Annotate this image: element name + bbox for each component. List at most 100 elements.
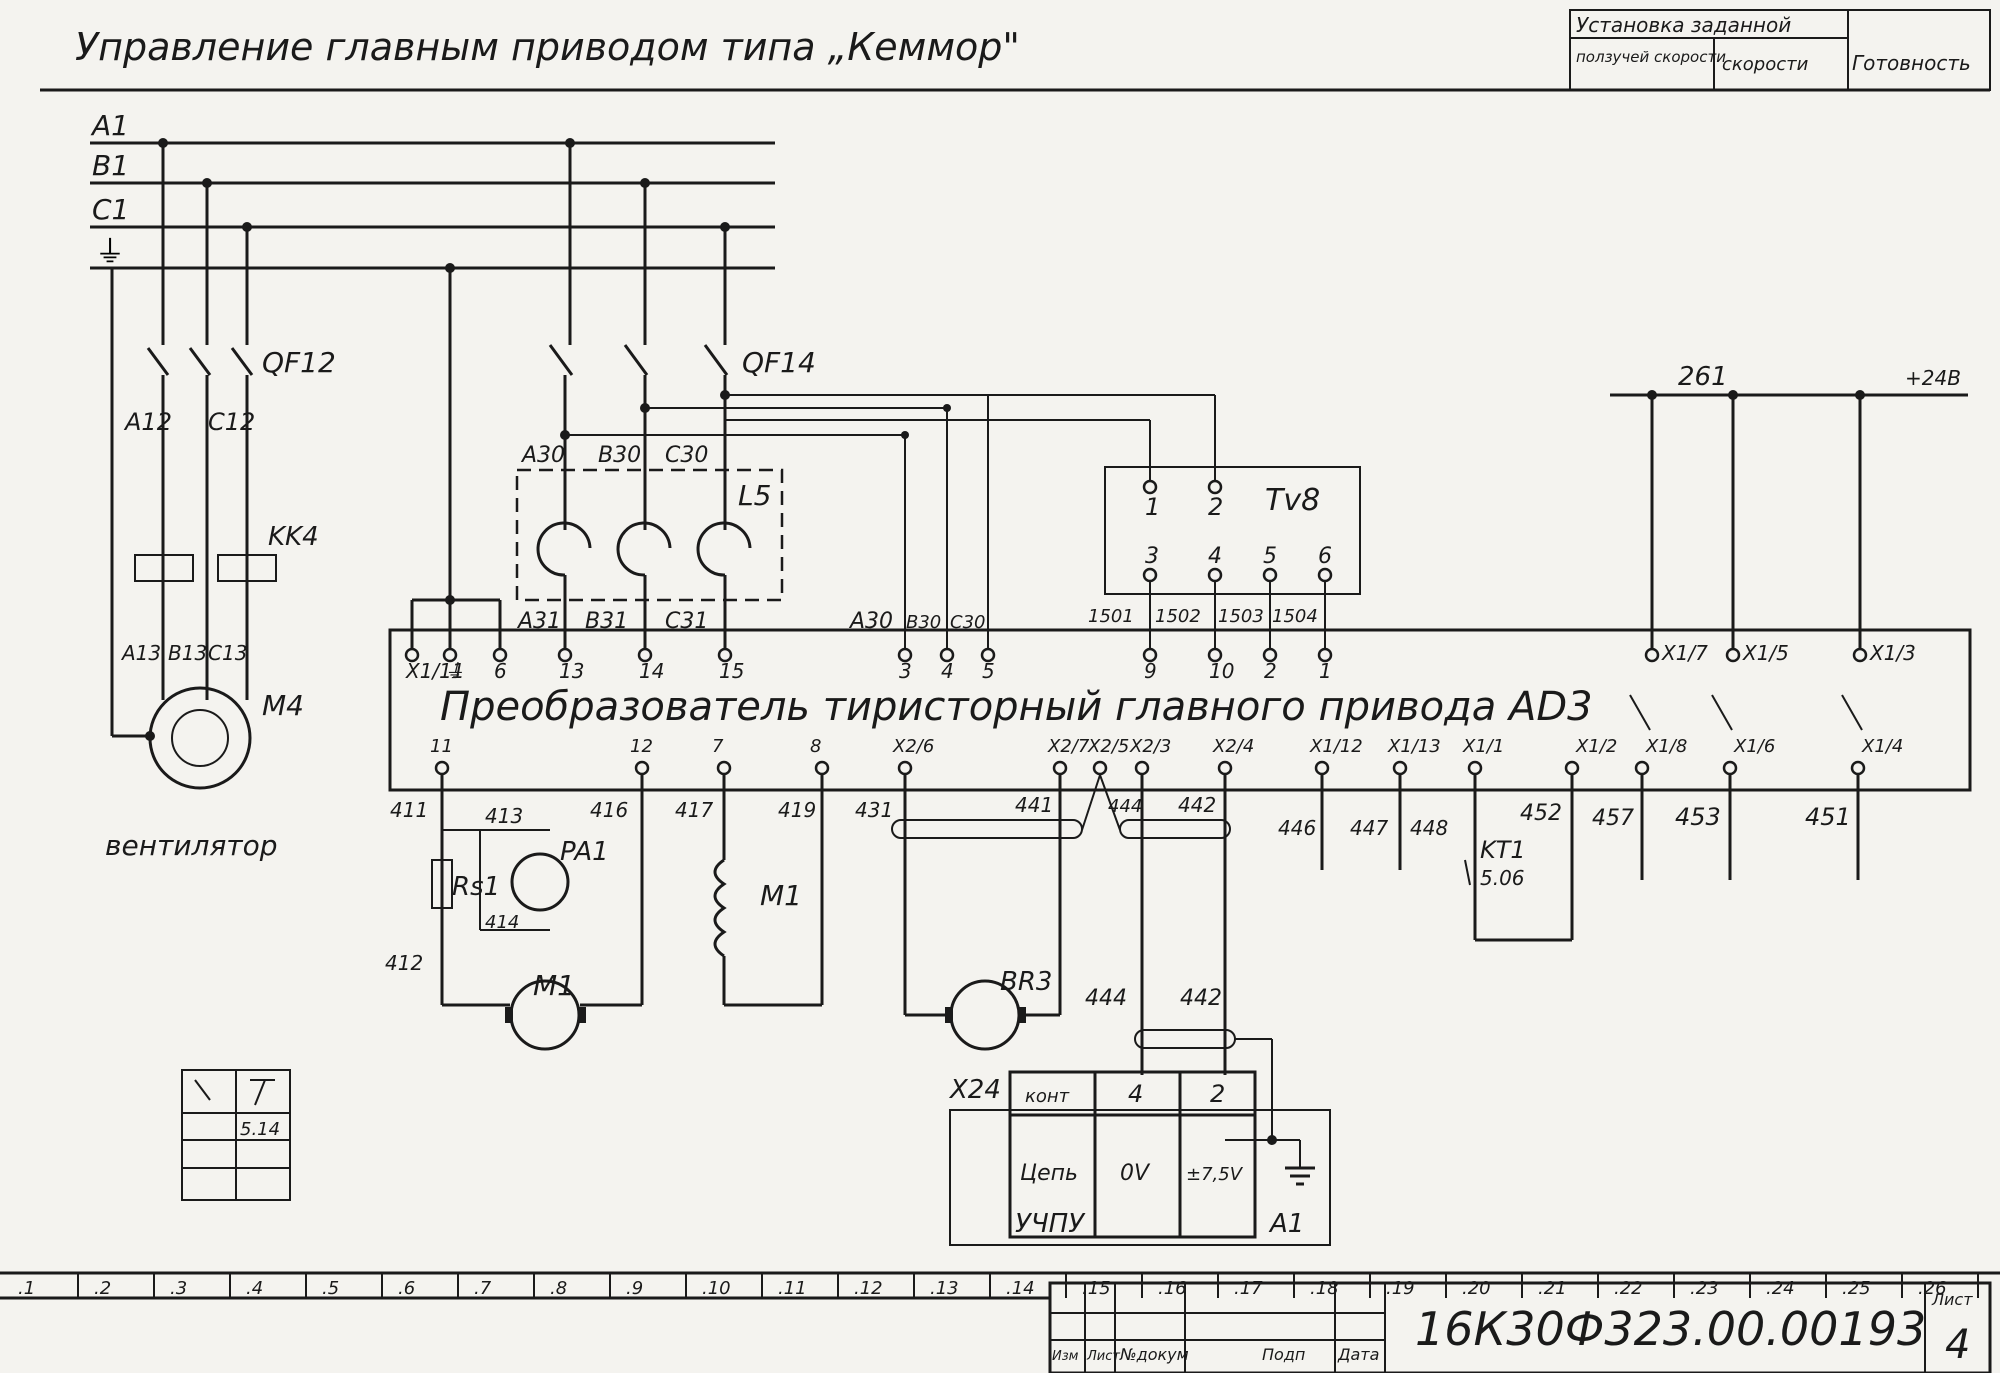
converter-top-terminal-label: 6 xyxy=(494,659,507,683)
bus-label-a1: A1 xyxy=(90,109,129,142)
converter-top-terminal-label: X1/7 xyxy=(1661,641,1708,665)
converter-bottom-terminal-label: X1/1 xyxy=(1462,736,1504,757)
converter-bottom-terminal xyxy=(634,760,650,776)
converter-top-terminal-label: 2 xyxy=(1264,659,1277,683)
header-box-speed: скорости xyxy=(1722,54,1809,75)
contact-legend: 5.14 xyxy=(181,1069,291,1201)
converter-top-terminal xyxy=(717,647,733,663)
wire-b13-label: B13 xyxy=(168,641,207,665)
wire-1502-label: 1502 xyxy=(1155,606,1201,627)
wire-a12-label: A12 xyxy=(123,408,172,436)
wire-416-label: 416 xyxy=(590,798,628,822)
converter-bottom-terminal-label: X2/5 xyxy=(1087,736,1129,757)
ruler-zone-label: .2 xyxy=(94,1278,111,1299)
ammeter-pa1-label: PA1 xyxy=(560,837,609,867)
shunt-rs1-label: Rs1 xyxy=(452,872,500,902)
converter-top-terminal-label: 15 xyxy=(719,659,744,683)
converter-top-terminal-label: 4 xyxy=(941,659,954,683)
pin-2-label: 2 xyxy=(1210,1080,1225,1108)
connector-x24 xyxy=(1008,1070,1257,1239)
converter-top-terminal xyxy=(1725,647,1741,663)
converter-bottom-terminal xyxy=(1217,760,1233,776)
converter-top-terminal xyxy=(897,647,913,663)
wire-c13-label: C13 xyxy=(208,641,247,665)
ruler-zone-label: .21 xyxy=(1538,1278,1567,1299)
ruler-zone-label: .3 xyxy=(170,1278,187,1299)
converter-top-terminal xyxy=(557,647,573,663)
converter-top-terminal-label: ⏚ xyxy=(444,659,464,683)
converter-top-terminal-label: X1/3 xyxy=(1869,641,1916,665)
stamp-col-izm: Изм xyxy=(1052,1349,1079,1364)
converter-top-terminal xyxy=(980,647,996,663)
tv8-pin-5: 5 xyxy=(1263,544,1277,569)
header-box-creep: ползучей скорости xyxy=(1576,48,1726,66)
ruler-zone-label: .7 xyxy=(474,1278,492,1299)
fan-motor-m4 xyxy=(148,686,252,790)
converter-top-terminal xyxy=(1852,647,1868,663)
converter-bottom-terminal-label: 8 xyxy=(810,736,821,757)
converter-top-terminal xyxy=(1262,647,1278,663)
wire-1503-label: 1503 xyxy=(1218,606,1264,627)
cnc-ref-label: A1 xyxy=(1268,1209,1304,1239)
header-box-ready: Готовность xyxy=(1852,51,1971,75)
ruler-zone-label: .20 xyxy=(1462,1278,1491,1299)
wire-1504-label: 1504 xyxy=(1272,606,1318,627)
wire-442b-label: 442 xyxy=(1180,986,1222,1011)
wire-a13-label: A13 xyxy=(120,641,161,665)
converter-bottom-terminal xyxy=(1314,760,1330,776)
net-261-label: 261 xyxy=(1678,362,1728,392)
fan-circuit: QF12 A12 C12 KK4 A13 B13 C13 M4 вентилят… xyxy=(105,138,336,862)
wire-b30-label: B30 xyxy=(598,443,641,468)
field-circuit: M1 417 419 xyxy=(675,775,824,1007)
converter-top-terminal-label: 14 xyxy=(639,659,664,683)
ruler-zone-label: .25 xyxy=(1842,1278,1871,1299)
wire-457-label: 457 xyxy=(1592,806,1634,831)
converter-bottom-terminal xyxy=(1564,760,1580,776)
converter-bottom-terminal xyxy=(1850,760,1866,776)
tv8-pin-3: 3 xyxy=(1145,544,1159,569)
supply-voltage-label: +24В xyxy=(1905,366,1961,390)
stamp-col-data: Дата xyxy=(1337,1345,1379,1364)
converter-bottom-terminal-label: X2/7 xyxy=(1047,736,1090,757)
armature-circuit: M1 Rs1 PA1 411 413 416 414 412 xyxy=(385,775,644,1051)
bus-ground-icon: ⏚ xyxy=(95,235,125,270)
signal-0v-label: 0V xyxy=(1120,1161,1151,1186)
sheet-title: Управление главным приводом типа „Кеммор… xyxy=(75,25,1020,69)
tv8-pin-6: 6 xyxy=(1318,544,1332,569)
ruler-zone-label: .11 xyxy=(778,1278,807,1299)
wire-444-label: 444 xyxy=(1108,796,1142,817)
armature-m1-label: M1 xyxy=(533,969,575,1002)
converter-top-terminal-label: 5 xyxy=(982,659,995,683)
converter-top-terminal xyxy=(1207,647,1223,663)
converter-bottom-terminal xyxy=(814,760,830,776)
breaker-qf12-label: QF12 xyxy=(262,346,336,379)
wire-419-label: 419 xyxy=(778,798,816,822)
ruler-zone-label: .23 xyxy=(1690,1278,1719,1299)
tv8-pin-4: 4 xyxy=(1208,544,1222,569)
cnc-ucpu xyxy=(949,1109,1331,1246)
converter-bottom-terminal-label: 11 xyxy=(430,736,453,757)
ruler-zone-label: .15 xyxy=(1082,1278,1111,1299)
converter-bottom-terminal-label: X2/3 xyxy=(1129,736,1171,757)
wire-a30-label: A30 xyxy=(520,443,565,468)
converter-top-terminal-label: X1/5 xyxy=(1742,641,1789,665)
wire-447-label: 447 xyxy=(1350,816,1388,840)
ruler-zone-label: .22 xyxy=(1614,1278,1643,1299)
wire-1501-label: 1501 xyxy=(1088,606,1134,627)
wire-sense-c30: C30 xyxy=(950,612,985,633)
ruler-zone-label: .8 xyxy=(550,1278,567,1299)
wire-414-label: 414 xyxy=(485,912,519,933)
converter-top-terminal-label: 13 xyxy=(559,659,584,683)
stamp-col-list: Лист xyxy=(1086,1349,1120,1364)
converter-top-terminal xyxy=(404,647,420,663)
wire-444b-label: 444 xyxy=(1085,986,1127,1011)
cnc-name-label: УЧПУ xyxy=(1015,1209,1086,1239)
header-box: Установка заданной ползучей скорости ско… xyxy=(1569,9,1991,91)
bus-label-b1: B1 xyxy=(92,149,129,182)
ruler-zone-label: .6 xyxy=(398,1278,415,1299)
converter-bottom-terminal-label: 7 xyxy=(712,736,724,757)
ruler-zone-label: .1 xyxy=(18,1278,35,1299)
legend-ref: 5.14 xyxy=(240,1119,280,1140)
converter-title: Преобразователь тиристорный главного при… xyxy=(440,684,1593,730)
